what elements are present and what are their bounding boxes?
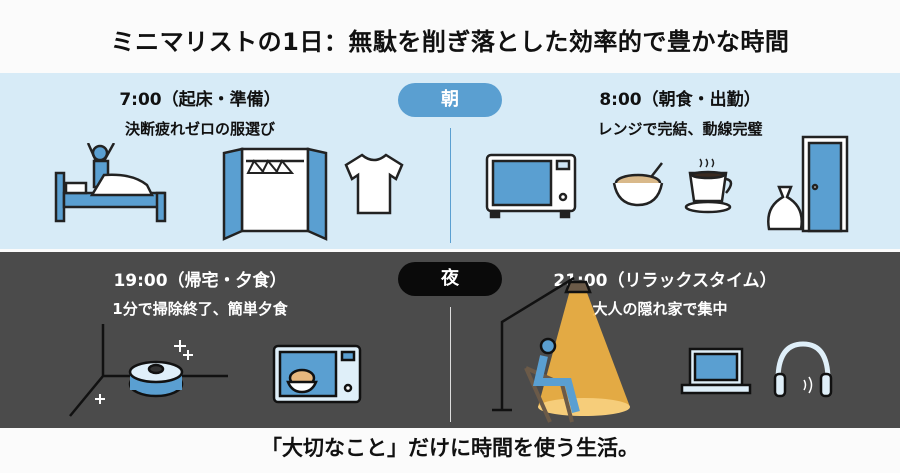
morning-left-desc: 決断疲れゼロの服選び: [124, 120, 275, 138]
headphones-icon: [773, 341, 833, 398]
bag-icon: [767, 185, 803, 231]
night-section: 夜 19:00（帰宅・夕食） 1分で掃除終了、簡単夕食 21:00（リラックスタ…: [0, 252, 900, 428]
night-left-desc: 1分で掃除終了、簡単夕食: [112, 300, 288, 318]
night-right-desc: 大人の隠れ家で集中: [592, 300, 728, 318]
night-right-time: 21:00（リラックスタイム）: [553, 271, 777, 291]
morning-left-time: 7:00（起床・準備）: [119, 90, 281, 110]
robot-vacuum-icon: [69, 324, 228, 417]
floor-lamp-reading-icon: [492, 276, 630, 423]
divider: [450, 307, 451, 422]
footer-tagline: 「大切なこと」だけに時間を使う生活。: [261, 436, 639, 460]
microwave-food-icon: [272, 344, 362, 404]
closet-icon: [222, 147, 328, 241]
morning-right-desc: レンジで完結、動線完璧: [597, 120, 763, 138]
morning-section: 朝 7:00（起床・準備） 決断疲れゼロの服選び 8:00（朝食・出勤） レンジ…: [0, 73, 900, 249]
bed-person-icon: [54, 143, 167, 223]
morning-label: 朝: [398, 83, 502, 117]
page-title: ミニマリストの1日：無駄を削ぎ落とした効率的で豊かな時間: [110, 28, 790, 56]
microwave-icon: [485, 153, 577, 219]
rice-bowl-icon: [612, 162, 664, 207]
night-left-time: 19:00（帰宅・夕食）: [113, 271, 287, 291]
morning-right-time: 8:00（朝食・出勤）: [599, 90, 761, 110]
night-label: 夜: [398, 262, 502, 296]
divider: [450, 128, 451, 243]
door-icon: [801, 135, 849, 233]
tshirt-icon: [344, 153, 404, 215]
coffee-cup-icon: [684, 158, 733, 214]
laptop-icon: [680, 347, 752, 395]
